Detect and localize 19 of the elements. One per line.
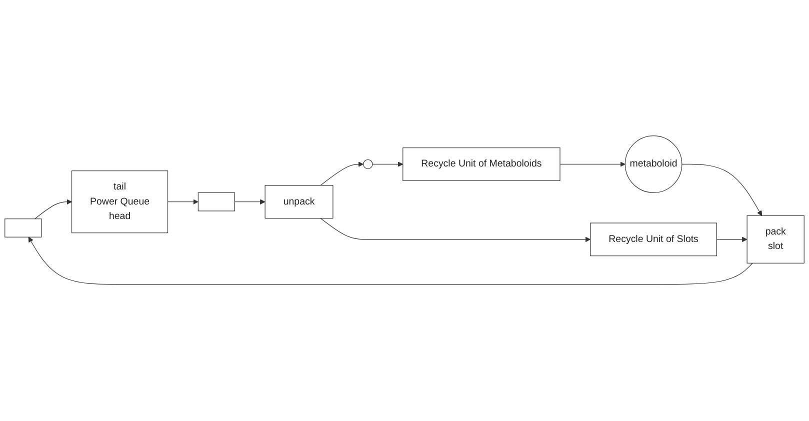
arrow xyxy=(320,162,364,186)
node-box: Recycle Unit of Slots xyxy=(590,223,717,256)
node-box xyxy=(198,192,235,212)
arrow xyxy=(234,200,266,205)
arrow xyxy=(372,162,404,168)
node-box: pack slot xyxy=(746,216,804,264)
node-circle: metaboloid xyxy=(624,136,682,194)
node-box: tail Power Queue head xyxy=(71,170,168,234)
arrow xyxy=(34,200,72,220)
node-box xyxy=(4,218,42,238)
arrow xyxy=(167,200,198,205)
arrow xyxy=(560,162,626,168)
arrow xyxy=(716,237,748,242)
node-box: unpack xyxy=(264,185,334,219)
arrow xyxy=(28,237,753,286)
arrow xyxy=(320,218,591,242)
arrow xyxy=(682,164,762,216)
node-circle xyxy=(363,160,373,170)
node-box: Recycle Unit of Metaboloids xyxy=(402,148,560,182)
